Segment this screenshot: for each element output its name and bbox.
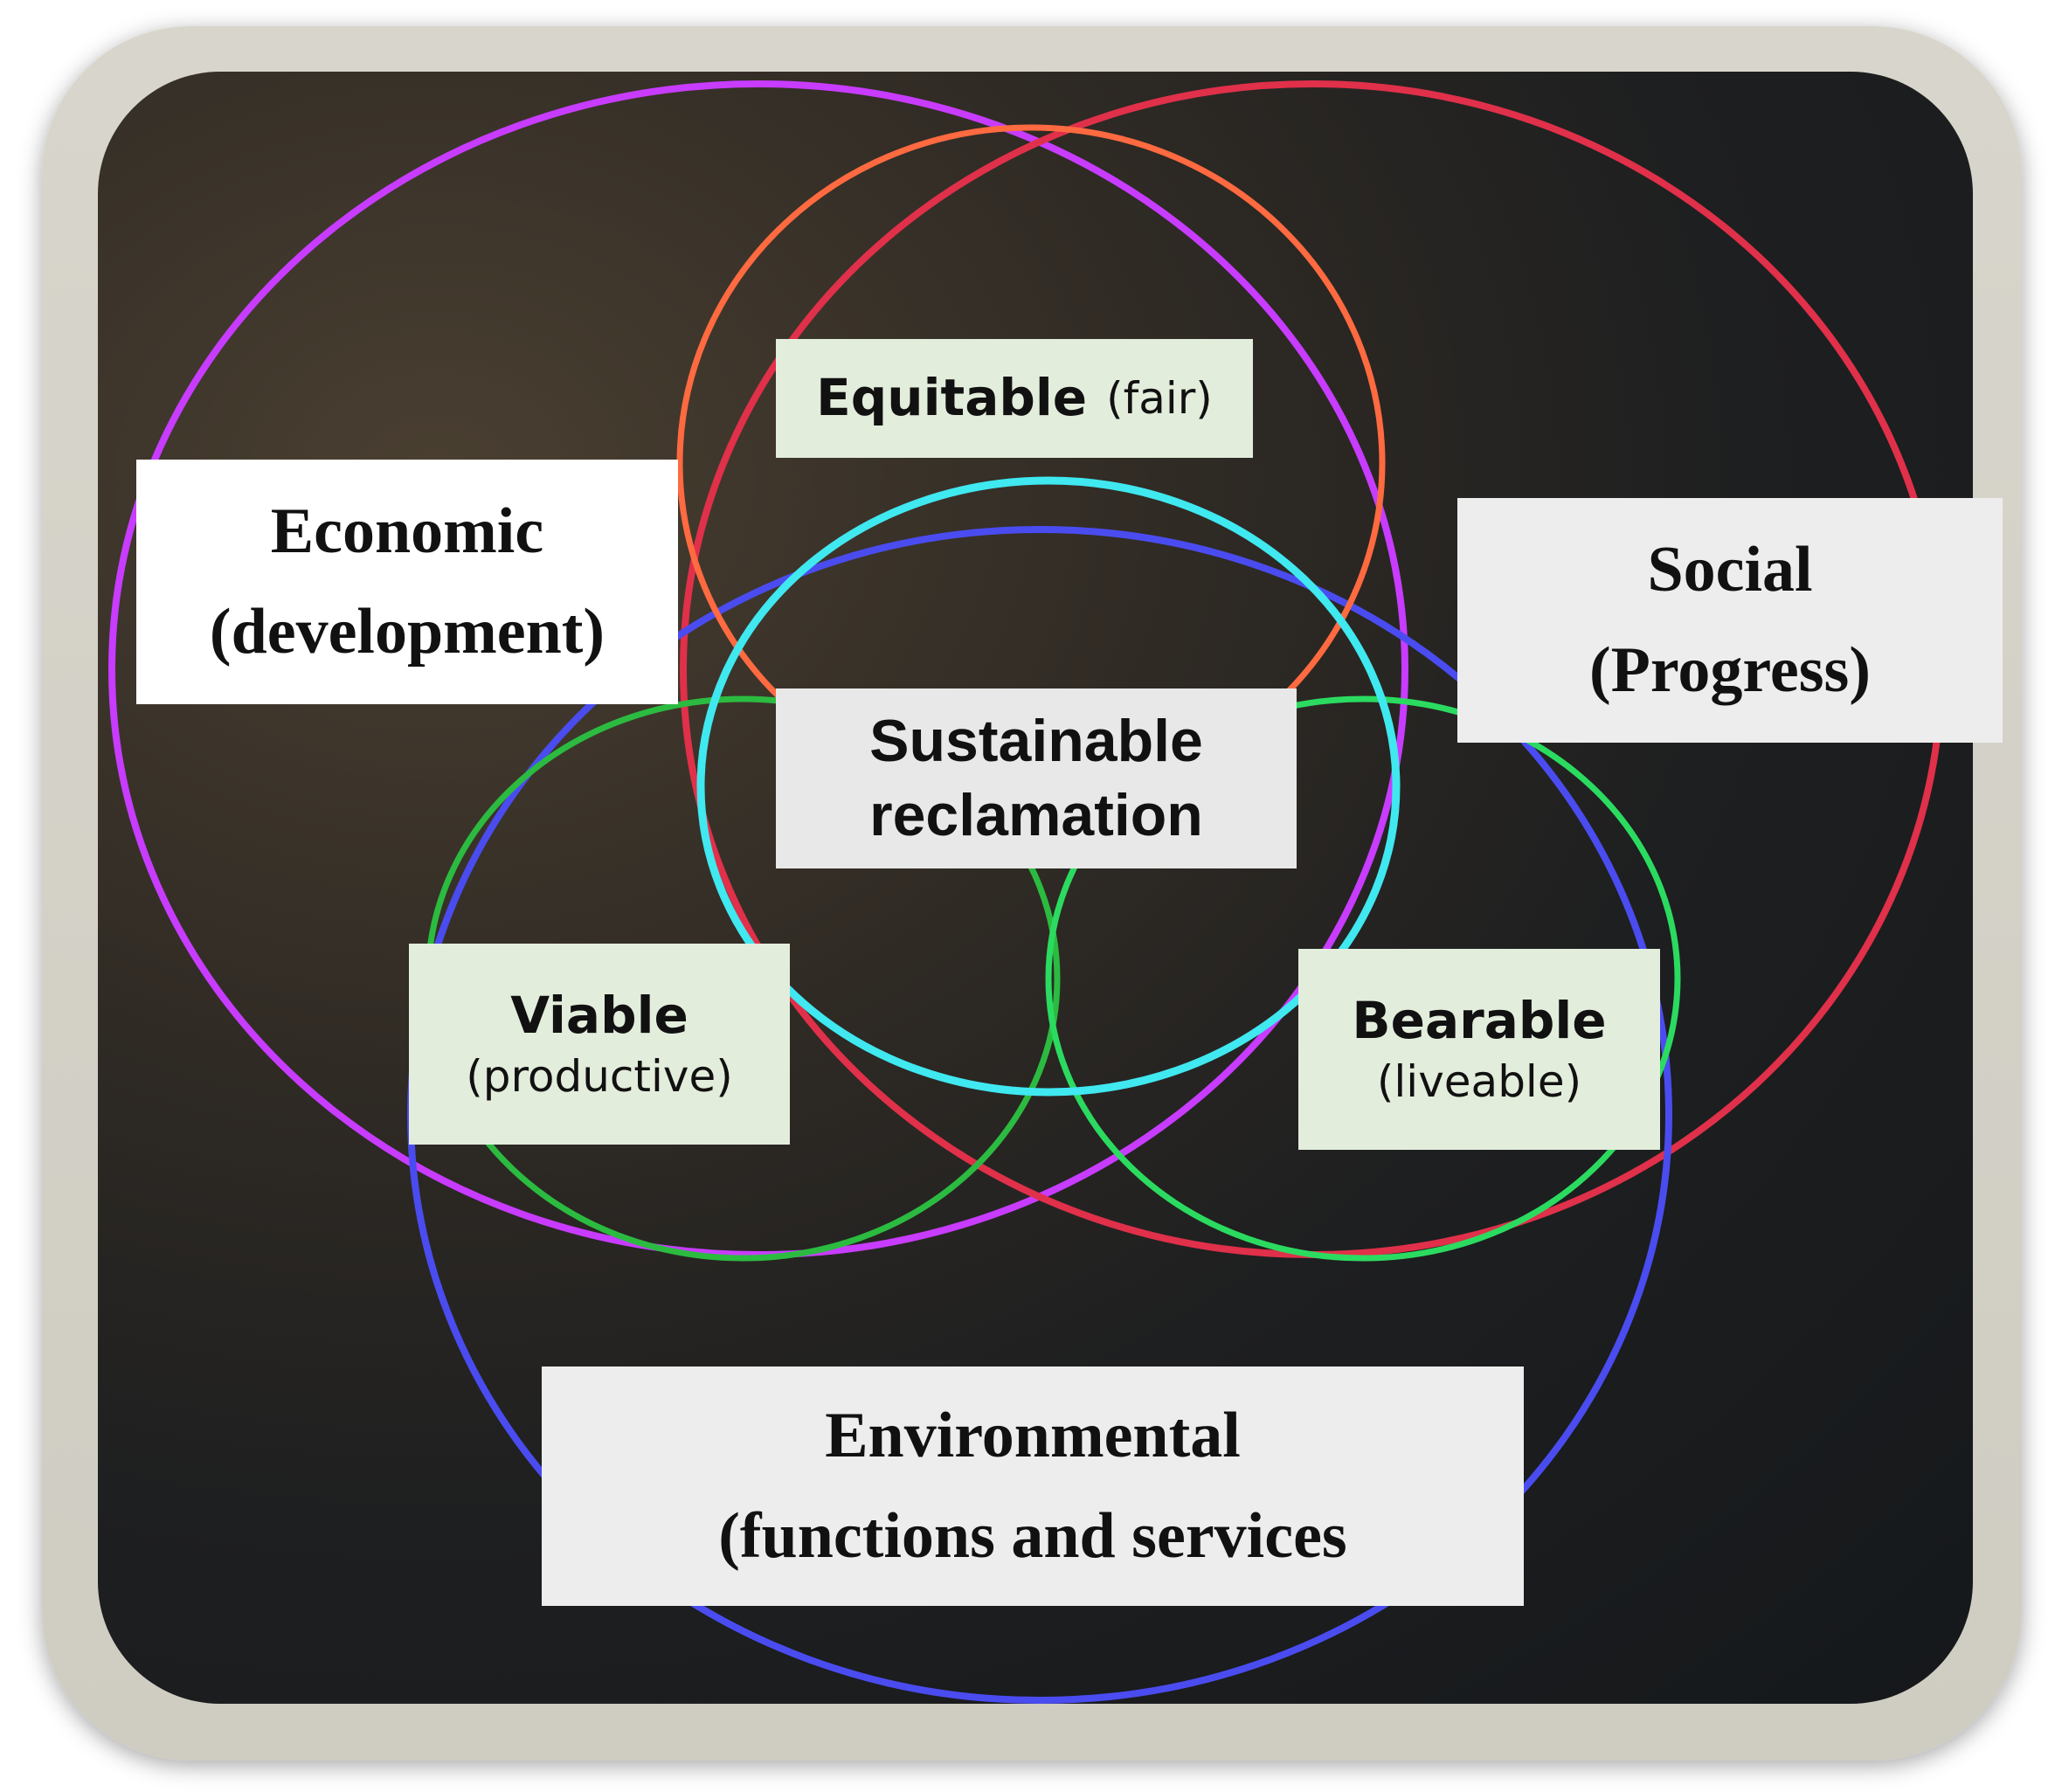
viable-title: Viable xyxy=(510,985,688,1045)
environmental-subtitle: (functions and services xyxy=(718,1500,1347,1572)
center-label-line-1: Sustainable xyxy=(869,708,1203,774)
center-label-line-2: reclamation xyxy=(869,782,1203,848)
economic-circle xyxy=(108,80,1408,1258)
economic-label: Economic (development) xyxy=(136,460,678,704)
bearable-label: Bearable (liveable) xyxy=(1298,949,1660,1150)
bearable-circle xyxy=(1045,695,1681,1262)
center-label: Sustainable reclamation xyxy=(776,688,1297,868)
viable-subtitle: (productive) xyxy=(466,1051,733,1103)
equitable-title: Equitable xyxy=(816,368,1088,428)
center-circle xyxy=(696,476,1401,1097)
economic-title: Economic xyxy=(270,495,544,568)
equitable-subtitle: (fair) xyxy=(1106,372,1213,424)
social-subtitle: (Progress) xyxy=(1589,634,1871,706)
viable-label: Viable (productive) xyxy=(409,944,790,1145)
environmental-title: Environmental xyxy=(825,1400,1241,1472)
equitable-label: Equitable (fair) xyxy=(776,339,1253,458)
environmental-label: Environmental (functions and services xyxy=(542,1366,1524,1606)
social-label: Social (Progress) xyxy=(1457,498,2003,743)
bearable-subtitle: (liveable) xyxy=(1376,1056,1582,1108)
social-title: Social xyxy=(1647,534,1813,606)
bearable-title: Bearable xyxy=(1352,990,1607,1050)
economic-subtitle: (development) xyxy=(209,596,605,668)
